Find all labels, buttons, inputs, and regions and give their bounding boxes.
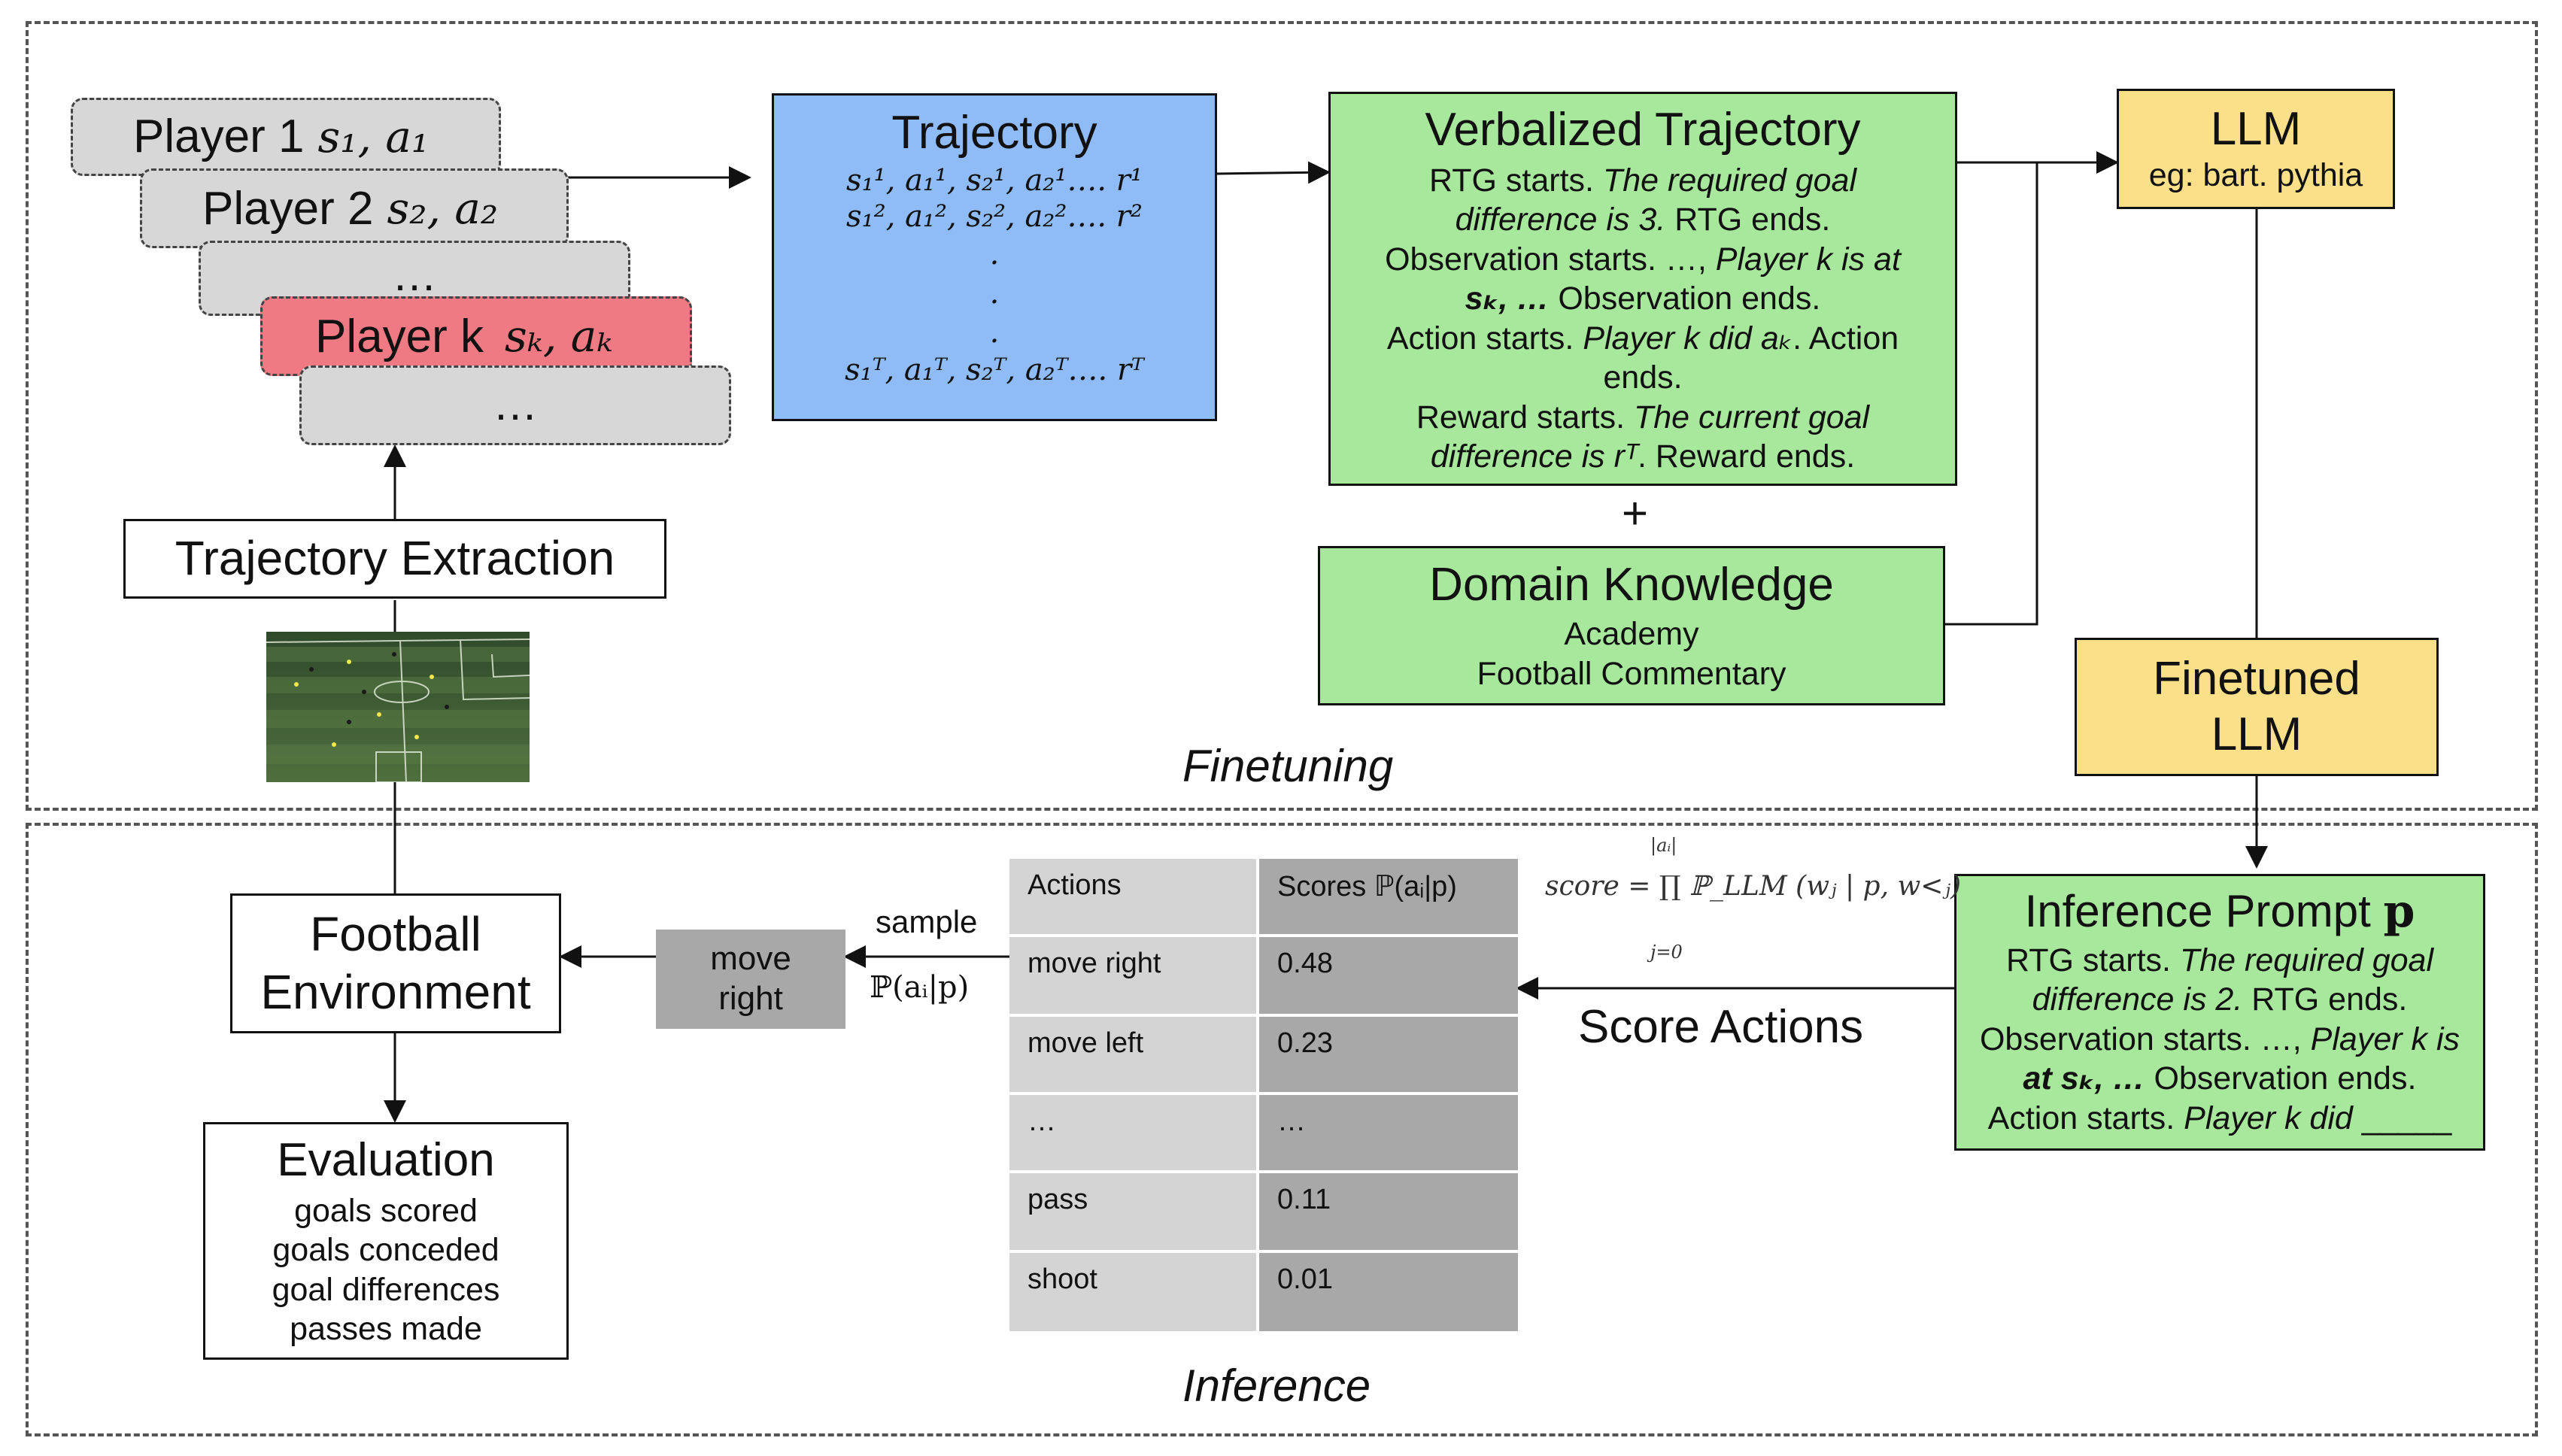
llm-title: LLM <box>2210 103 2302 156</box>
table-header-scores: Scores ℙ(aᵢ|p) <box>1259 859 1518 937</box>
sample-label: sample <box>876 904 978 939</box>
player-more-label: … <box>493 379 538 429</box>
verbalized-line-3: Observation starts. …, Player k is at <box>1385 241 1901 278</box>
chosen-action-box: move right <box>656 930 845 1029</box>
player-2-math: s₂, a₂ <box>387 183 499 234</box>
trajectory-box: Trajectory s₁¹, a₁¹, s₂¹, a₂¹…. r¹ s₁², … <box>772 93 1217 421</box>
player-1-label: Player 1 <box>133 111 305 163</box>
trajectory-line-2: s₁², a₁², s₂², a₂²…. r² <box>846 199 1143 234</box>
inference-label: Inference <box>1182 1360 1371 1411</box>
prompt-line-3: Observation starts. …, Player k is <box>1979 1021 2460 1057</box>
table-row-4-score: 0.11 <box>1259 1173 1518 1253</box>
player-1-math: s₁, a₁ <box>317 111 430 162</box>
game-screenshot <box>266 632 530 782</box>
trajectory-extraction-label: Trajectory Extraction <box>175 531 615 586</box>
table-row-5-score: 0.01 <box>1259 1253 1518 1331</box>
verbalized-line-2: difference is 3. RTG ends. <box>1455 202 1831 238</box>
verbalized-line-6: ends. <box>1603 359 1683 396</box>
trajectory-dot-2: . <box>989 276 1000 311</box>
environment-line-1: Football <box>310 907 481 962</box>
finetuned-llm-line-1: Finetuned <box>2153 652 2360 705</box>
player-1-card: Player 1 s₁, a₁ <box>71 98 501 176</box>
table-row-1-score: 0.48 <box>1259 937 1518 1017</box>
table-row-1-action: move right <box>1009 937 1259 1017</box>
verbalized-trajectory-box: Verbalized Trajectory RTG starts. The re… <box>1328 92 1957 486</box>
player-more-card: … <box>299 366 731 445</box>
evaluation-metric-1: goals scored <box>294 1192 478 1229</box>
football-environment-box: Football Environment <box>230 893 561 1033</box>
verbalized-line-1: RTG starts. The required goal <box>1428 162 1857 199</box>
player-ellipsis-label: … <box>392 250 437 300</box>
domain-knowledge-line-2: Football Commentary <box>1477 655 1786 692</box>
environment-line-2: Environment <box>260 965 531 1019</box>
llm-subtitle: eg: bart. pythia <box>2148 157 2363 194</box>
finetuning-label: Finetuning <box>1182 741 1394 791</box>
table-row-2-score: 0.23 <box>1259 1017 1518 1095</box>
trajectory-line-1: s₁¹, a₁¹, s₂¹, a₂¹…. r¹ <box>846 163 1143 198</box>
domain-knowledge-title: Domain Knowledge <box>1429 559 1834 611</box>
trajectory-title: Trajectory <box>891 107 1097 159</box>
trajectory-line-t: s₁ᵀ, a₁ᵀ, s₂ᵀ, a₂ᵀ…. rᵀ <box>845 353 1144 387</box>
evaluation-box: Evaluation goals scored goals conceded g… <box>203 1122 569 1360</box>
table-row-3-action: … <box>1009 1095 1259 1173</box>
formula-lower-limit: j=0 <box>1650 942 1683 963</box>
evaluation-metric-2: goals conceded <box>272 1232 499 1269</box>
llm-box: LLM eg: bart. pythia <box>2117 89 2395 209</box>
football-pitch-image <box>266 632 530 782</box>
score-formula: |aᵢ| score = ∏ ℙ_LLM (wⱼ | p, w<ⱼ) j=0 <box>1545 835 1961 970</box>
finetuned-llm-line-2: LLM <box>2211 708 2302 760</box>
trajectory-dot-3: . <box>989 315 1000 350</box>
inference-prompt-title: Inference Prompt p <box>2024 885 2415 938</box>
score-actions-label: Score Actions <box>1578 1001 1864 1053</box>
table-row-2-action: move left <box>1009 1017 1259 1095</box>
table-header-actions: Actions <box>1009 859 1259 937</box>
trajectory-extraction-box: Trajectory Extraction <box>123 519 666 599</box>
formula-main: score = ∏ ℙ_LLM (wⱼ | p, w<ⱼ) <box>1545 871 1962 902</box>
verbalized-title: Verbalized Trajectory <box>1425 104 1861 156</box>
player-k-math: sₖ, aₖ <box>504 311 613 362</box>
evaluation-metric-4: passes made <box>290 1310 482 1347</box>
verbalized-line-5: Action starts. Player k did aₖ. Action <box>1386 320 1899 356</box>
prompt-line-2: difference is 2. RTG ends. <box>2032 981 2408 1018</box>
domain-knowledge-line-1: Academy <box>1564 616 1699 653</box>
evaluation-title: Evaluation <box>277 1133 495 1186</box>
verbalized-line-8: difference is rᵀ. Reward ends. <box>1430 438 1856 475</box>
table-row-4-action: pass <box>1009 1173 1259 1253</box>
player-2-card: Player 2 s₂, a₂ <box>140 168 569 248</box>
trajectory-dot-1: . <box>989 237 1000 271</box>
player-k-label: Player k <box>315 310 484 362</box>
table-row-5-action: shoot <box>1009 1253 1259 1331</box>
finetuned-llm-box: Finetuned LLM <box>2075 638 2439 776</box>
plus-sign: + <box>1622 488 1649 538</box>
verbalized-line-7: Reward starts. The current goal <box>1416 399 1870 435</box>
sample-probability: ℙ(aᵢ|p) <box>870 970 970 1005</box>
formula-upper-limit: |aᵢ| <box>1650 835 1677 856</box>
verbalized-line-4: sₖ, … Observation ends. <box>1465 281 1821 317</box>
domain-knowledge-box: Domain Knowledge Academy Football Commen… <box>1318 546 1945 705</box>
prompt-line-1: RTG starts. The required goal <box>2005 942 2434 978</box>
finetuning-section <box>26 21 2538 811</box>
table-row-3-score: … <box>1259 1095 1518 1173</box>
prompt-line-5: Action starts. Player k did _____ <box>1987 1100 2452 1136</box>
player-k-card: Player k sₖ, aₖ <box>260 296 692 376</box>
inference-section <box>26 823 2538 1436</box>
prompt-line-4: at sₖ, … Observation ends. <box>2023 1060 2417 1097</box>
scores-table: Actions Scores ℙ(aᵢ|p) move right 0.48 m… <box>1009 859 1518 1331</box>
inference-prompt-box: Inference Prompt p RTG starts. The requi… <box>1954 874 2485 1151</box>
evaluation-metric-3: goal differences <box>272 1271 500 1308</box>
chosen-action-line-2: right <box>718 980 783 1017</box>
chosen-action-line-1: move <box>710 940 791 978</box>
player-2-label: Player 2 <box>202 182 374 235</box>
